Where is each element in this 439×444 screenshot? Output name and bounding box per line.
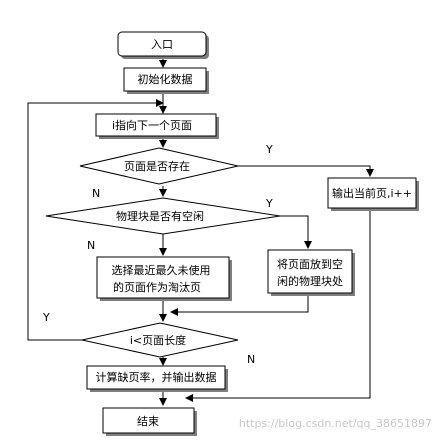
block-free-no-label: N [87, 239, 95, 252]
block-free-label: 物理块是否有空闲 [116, 209, 204, 223]
next-page-label: i指向下一个页面 [112, 118, 192, 132]
watermark: https://blog.csdn.net/qq_38651897 [239, 417, 432, 430]
start-node: 入口 [117, 31, 209, 59]
put-page-line1: 将页面放到空 [277, 257, 343, 271]
page-exists-decision: 页面是否存在 [79, 147, 239, 185]
end-node: 结束 [102, 407, 197, 436]
connectors [27, 56, 374, 406]
compute-node: 计算缺页率，并输出数据 [86, 365, 228, 392]
loop-yes-label: Y [42, 311, 50, 324]
loop-no-label: N [247, 353, 255, 366]
block-free-decision: 物理块是否有空闲 [45, 197, 281, 235]
end-label: 结束 [137, 415, 159, 428]
page-exists-label: 页面是否存在 [124, 159, 190, 173]
select-victim-line1: 选择最近最久未使用 [112, 263, 211, 277]
put-page-line2: 闲的物理块处 [277, 274, 343, 288]
select-victim-line2: 的页面作为淘汰页 [113, 280, 201, 294]
compute-label: 计算缺页率，并输出数据 [96, 370, 217, 384]
init-label: 初始化数据 [138, 72, 193, 86]
select-victim-node: 选择最近最久未使用 的页面作为淘汰页 [96, 256, 232, 301]
page-exists-yes-label: Y [265, 143, 273, 156]
init-node: 初始化数据 [123, 67, 209, 94]
block-free-yes-label: Y [265, 197, 273, 210]
output-page-node: 输出当前页,i++ [327, 177, 419, 211]
loop-check-decision: i<页面长度 [81, 322, 239, 358]
output-page-label: 输出当前页,i++ [332, 186, 412, 200]
next-page-node: i指向下一个页面 [95, 113, 219, 139]
page-exists-no-label: N [92, 187, 100, 200]
put-page-node: 将页面放到空 闲的物理块处 [267, 249, 355, 296]
loop-check-label: i<页面长度 [130, 333, 186, 347]
start-label: 入口 [151, 38, 173, 51]
